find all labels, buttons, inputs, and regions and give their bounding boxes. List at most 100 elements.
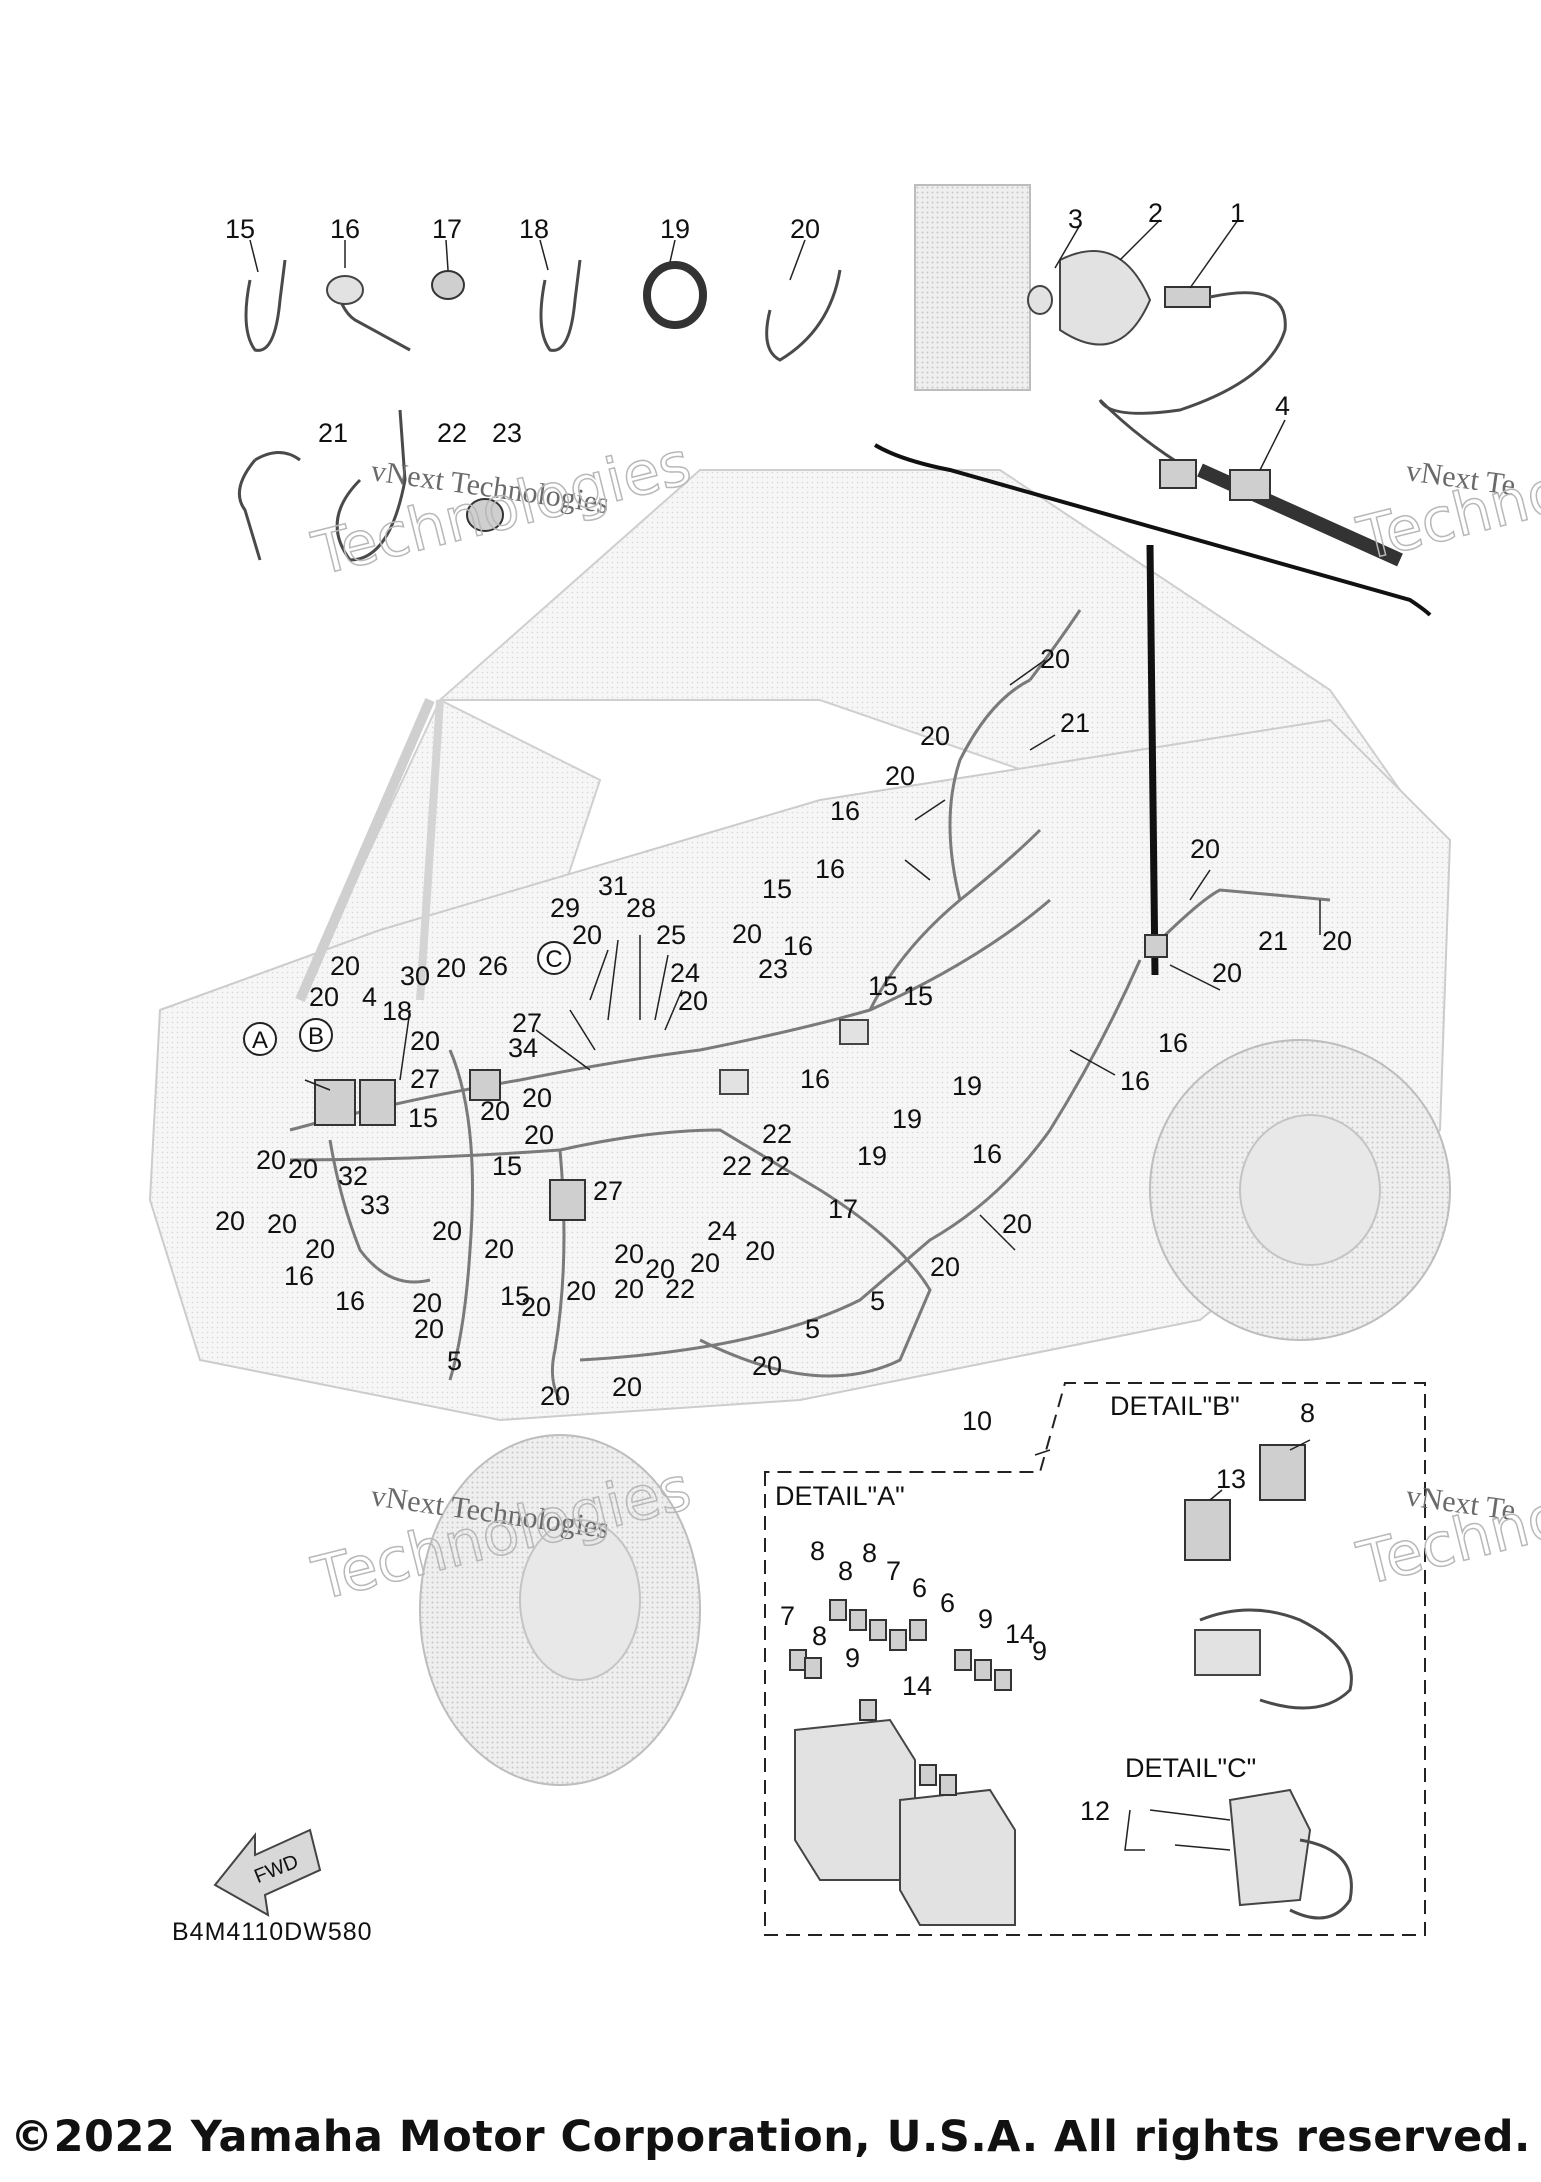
- callout-label: 22: [722, 1151, 752, 1181]
- callout-label: 20: [1002, 1209, 1032, 1239]
- callout-label: 25: [656, 920, 686, 950]
- callout-label: 19: [952, 1071, 982, 1101]
- callout-label: 10: [962, 1406, 992, 1436]
- callout-label: 20: [614, 1239, 644, 1269]
- callout-label: 29: [550, 893, 580, 923]
- callout-label: 16: [284, 1261, 314, 1291]
- callout-label: 16: [1158, 1028, 1188, 1058]
- callout-label: 15: [225, 214, 255, 244]
- callout-label: 3: [1068, 204, 1083, 234]
- callout-label: 15: [500, 1281, 530, 1311]
- callout-label: 19: [857, 1141, 887, 1171]
- callout-label: 20: [522, 1083, 552, 1113]
- harness-wires: [289, 609, 1331, 1401]
- callout-label: 12: [1080, 1796, 1110, 1826]
- callout-label: 4: [362, 982, 377, 1012]
- callout-label: 20: [480, 1096, 510, 1126]
- sensor-inset: [873, 184, 1432, 976]
- callout-label: 17: [828, 1194, 858, 1224]
- callout-label: 20: [1322, 926, 1352, 956]
- callout-label: 28: [626, 893, 656, 923]
- callout-label: 20: [1040, 644, 1070, 674]
- callout-label: 16: [800, 1064, 830, 1094]
- callout-label: 26: [478, 951, 508, 981]
- detail-c-title: DETAIL"C": [1125, 1753, 1256, 1783]
- callout-label: 5: [870, 1286, 885, 1316]
- callout-label: 6: [940, 1588, 955, 1618]
- callout-label: 8: [810, 1536, 825, 1566]
- callout-label: 20: [305, 1234, 335, 1264]
- callout-label: 7: [886, 1556, 901, 1586]
- fwd-arrow-icon: FWD: [213, 1828, 322, 1917]
- callout-label: 16: [972, 1139, 1002, 1169]
- callout-label: 20: [288, 1154, 318, 1184]
- callout-label: 16: [815, 854, 845, 884]
- callout-label: 31: [598, 871, 628, 901]
- callout-label: 20: [790, 214, 820, 244]
- callout-label: 8: [1300, 1398, 1315, 1428]
- callout-label: 15: [408, 1103, 438, 1133]
- callout-label: 15: [492, 1151, 522, 1181]
- callout-label: 20: [521, 1292, 551, 1322]
- callout-label: 8: [838, 1556, 853, 1586]
- callout-label: 20: [432, 1216, 462, 1246]
- circle-b-label: B: [308, 1023, 324, 1050]
- copyright-notice: ©2022 Yamaha Motor Corporation, U.S.A. A…: [10, 2112, 1531, 2162]
- callout-label: 16: [335, 1286, 365, 1316]
- detail-b-title: DETAIL"B": [1110, 1391, 1240, 1421]
- callout-label: 2: [1148, 198, 1163, 228]
- callout-label: 20: [256, 1145, 286, 1175]
- callout-label: 21: [1258, 926, 1288, 956]
- callout-label: 20: [524, 1120, 554, 1150]
- callout-label: 20: [1212, 958, 1242, 988]
- callout-label: 20: [330, 951, 360, 981]
- callout-label: 33: [360, 1190, 390, 1220]
- callout-label: 30: [400, 961, 430, 991]
- circle-c-label: C: [545, 946, 562, 973]
- callout-label: 22: [665, 1274, 695, 1304]
- callout-label: 16: [783, 931, 813, 961]
- callout-label: 20: [309, 982, 339, 1012]
- callout-label: 19: [892, 1104, 922, 1134]
- callout-label: 4: [1275, 391, 1290, 421]
- callout-label: 17: [432, 214, 462, 244]
- callout-label: 20: [614, 1274, 644, 1304]
- callout-label: 5: [447, 1346, 462, 1376]
- callout-label: 23: [492, 418, 522, 448]
- callout-label: 16: [1120, 1066, 1150, 1096]
- drawing-code: B4M4110DW580: [172, 1918, 373, 1946]
- callout-label: 20: [752, 1351, 782, 1381]
- callout-label: 6: [912, 1573, 927, 1603]
- callout-label: 7: [780, 1601, 795, 1631]
- callout-label: 20: [410, 1026, 440, 1056]
- callout-label: 20: [566, 1276, 596, 1306]
- callout-label: 20: [690, 1248, 720, 1278]
- callout-label: 20: [732, 919, 762, 949]
- circle-a-label: A: [252, 1027, 268, 1054]
- callout-label: 9: [1032, 1636, 1047, 1666]
- callout-label: 27: [593, 1176, 623, 1206]
- callout-label: 20: [920, 721, 950, 751]
- callout-label: 20: [678, 986, 708, 1016]
- fuse-icons: [789, 1599, 1012, 1796]
- callout-label: 22: [762, 1119, 792, 1149]
- callout-label: 20: [540, 1381, 570, 1411]
- callout-label: 32: [338, 1161, 368, 1191]
- callout-label: 18: [519, 214, 549, 244]
- callout-label: 24: [707, 1216, 737, 1246]
- callout-label: 20: [215, 1206, 245, 1236]
- callout-label: 20: [414, 1314, 444, 1344]
- callout-label: 20: [1190, 834, 1220, 864]
- callout-label: 19: [660, 214, 690, 244]
- callout-label: 16: [830, 796, 860, 826]
- callout-label: 20: [645, 1254, 675, 1284]
- callout-label: 20: [885, 761, 915, 791]
- callout-label: 22: [760, 1151, 790, 1181]
- callout-label: 27: [410, 1064, 440, 1094]
- callout-label: 16: [330, 214, 360, 244]
- callout-label: 21: [318, 418, 348, 448]
- vehicle-silhouette: [148, 469, 1452, 1786]
- callout-label: 9: [978, 1604, 993, 1634]
- detail-boxes: [764, 1382, 1426, 1936]
